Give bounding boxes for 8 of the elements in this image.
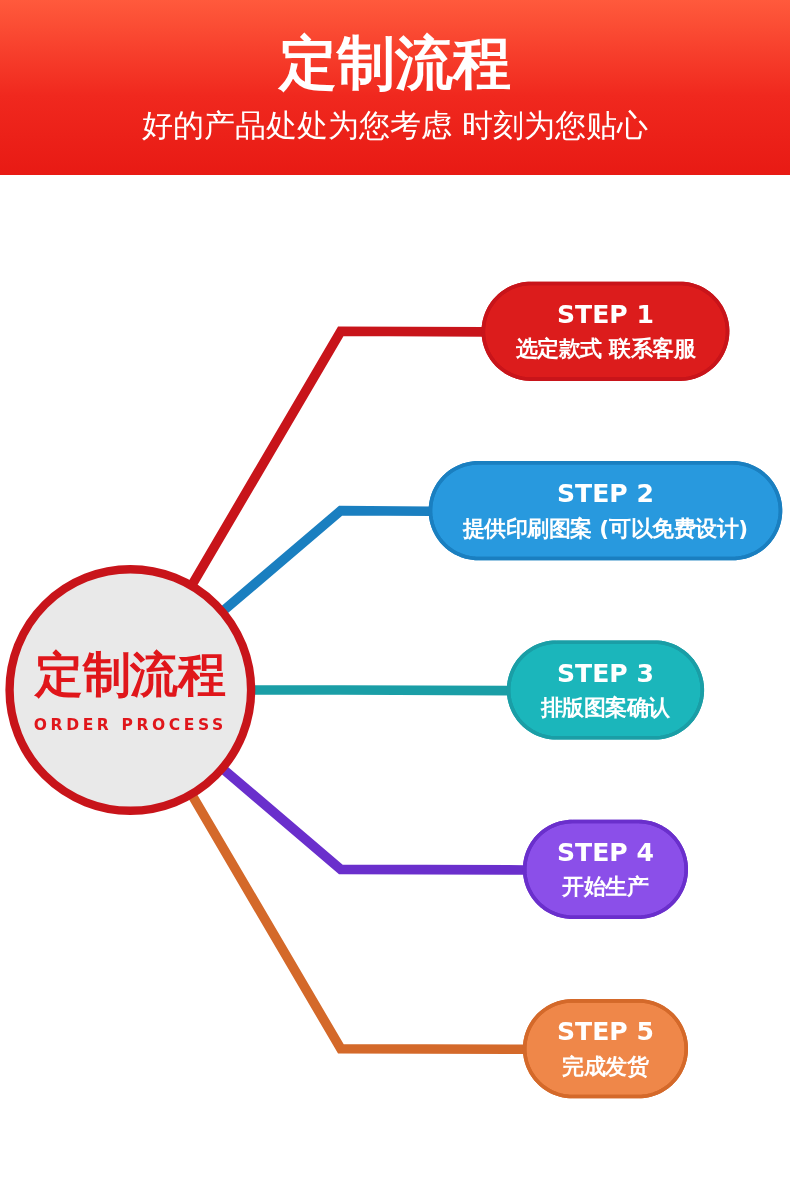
subtitle: 好的产品处处为您考虑 时刻为您贴心 — [142, 106, 648, 145]
step-pill: STEP 5 完成发货 — [522, 999, 688, 1099]
step-pill: STEP 1 选定款式 联系客服 — [481, 281, 730, 381]
step-pill: STEP 4 开始生产 — [522, 819, 688, 919]
title: 定制流程 — [279, 28, 511, 98]
step-pill: STEP 3 排版图案确认 — [506, 640, 705, 740]
step-pill: STEP 2 提供印刷图案 (可以免费设计) — [428, 461, 783, 561]
hub-circle: 定制流程 ORDER PROCESS — [5, 565, 256, 815]
